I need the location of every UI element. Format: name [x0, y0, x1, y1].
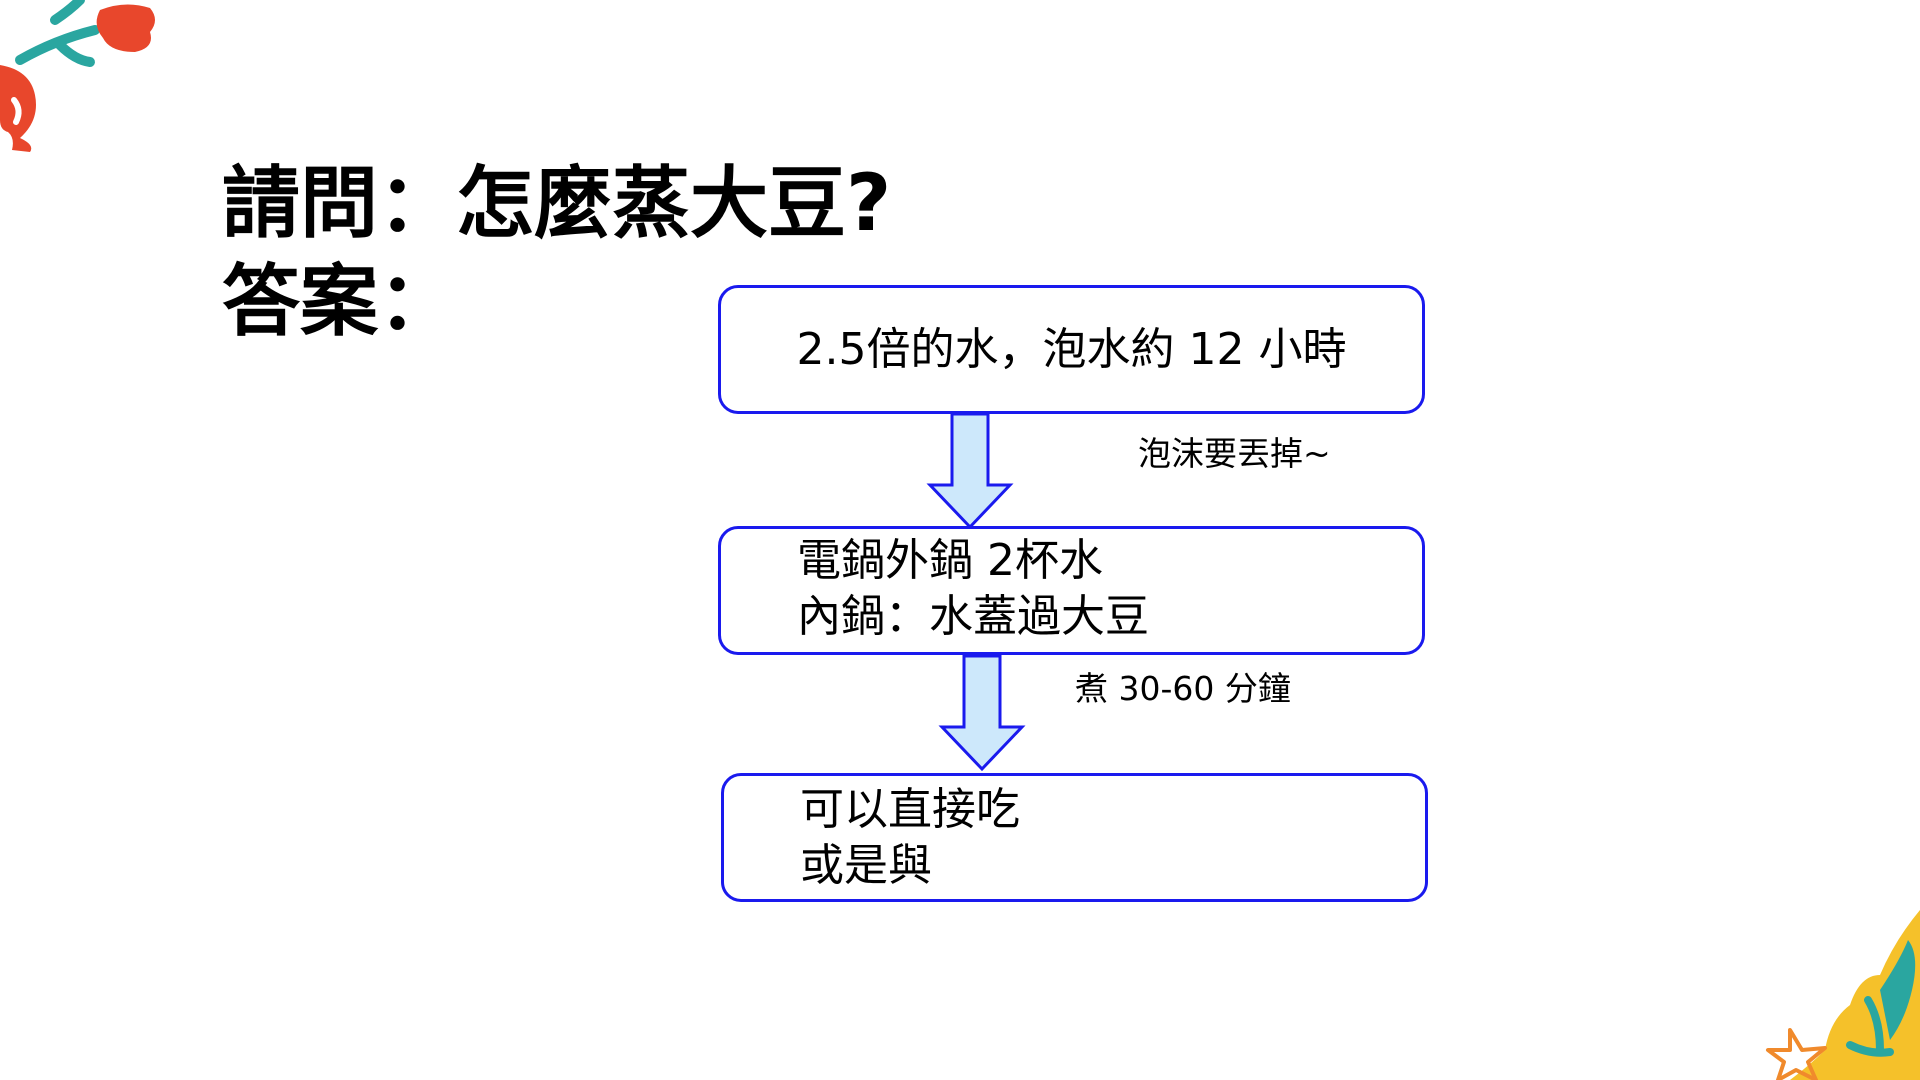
answer-heading: 答案： [222, 257, 457, 347]
floral-decoration-bottom-right [1766, 910, 1920, 1080]
foam-note: 泡沫要丟掉~ [1138, 434, 1331, 473]
flow-step-soak-text: 2.5倍的水，泡水約 12 小時 [796, 323, 1347, 375]
flow-step-eat-line-1: 可以直接吃 [800, 784, 1020, 835]
flow-step-eat: 可以直接吃 或是與 [721, 773, 1428, 902]
floral-decoration-top-left [0, 0, 155, 152]
flow-step-soak: 2.5倍的水，泡水約 12 小時 [718, 285, 1425, 414]
flow-step-cook: 電鍋外鍋 2杯水 內鍋：水蓋過大豆 [718, 526, 1425, 655]
flow-step-eat-line-2: 或是與 [800, 840, 932, 891]
flow-step-cook-line-1: 電鍋外鍋 2杯水 [797, 535, 1103, 586]
flow-step-cook-line-2: 內鍋：水蓋過大豆 [797, 591, 1149, 642]
question-heading: 請問：怎麼蒸大豆? [222, 159, 892, 249]
down-arrow-icon [938, 654, 1026, 772]
boil-time-note: 煮 30-60 分鐘 [1075, 669, 1291, 708]
down-arrow-icon [926, 412, 1014, 530]
